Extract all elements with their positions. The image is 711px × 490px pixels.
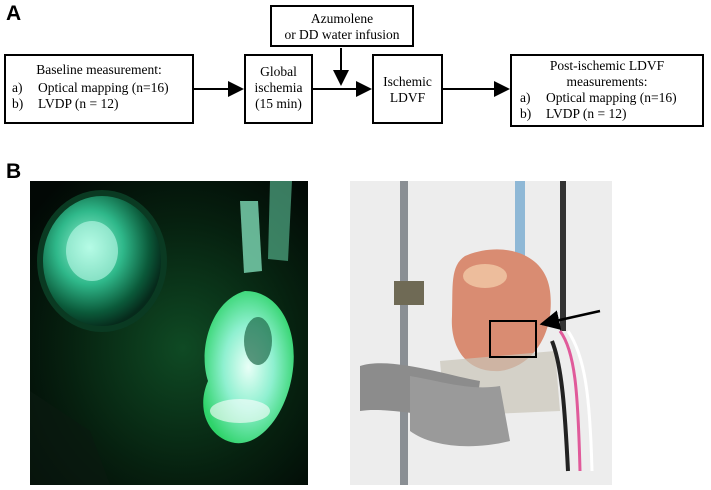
ldvf-line-1: Ischemic: [383, 74, 432, 89]
mapping-region-box: [489, 320, 537, 358]
ischemia-line-3: (15 min): [255, 96, 302, 111]
ischemia-line-2: ischemia: [254, 80, 303, 95]
infusion-line-1: Azumolene: [310, 11, 374, 26]
heart-setup-photo: [350, 181, 612, 485]
ischemia-box: Global ischemia (15 min): [244, 54, 313, 124]
baseline-item-a: a) Optical mapping (n=16): [12, 80, 192, 96]
post-ischemic-box: Post-ischemic LDVF measurements: a) Opti…: [510, 54, 704, 127]
baseline-item-a-text: Optical mapping (n=16): [38, 80, 169, 95]
post-item-a: a) Optical mapping (n=16): [520, 90, 702, 106]
baseline-title: Baseline measurement:: [36, 62, 162, 77]
baseline-item-b-key: b): [12, 96, 24, 111]
baseline-item-b-text: LVDP (n = 12): [38, 96, 119, 111]
post-item-a-key: a): [520, 90, 531, 105]
panel-label-b: B: [6, 160, 22, 183]
optical-mapping-photo: [30, 181, 308, 485]
infusion-box: Azumolene or DD water infusion: [270, 5, 414, 47]
post-title-2: measurements:: [566, 74, 648, 89]
baseline-item-b: b) LVDP (n = 12): [12, 96, 192, 112]
ischemia-line-1: Global: [260, 64, 297, 79]
post-item-a-text: Optical mapping (n=16): [546, 90, 677, 105]
baseline-item-a-key: a): [12, 80, 23, 95]
post-item-b-text: LVDP (n = 12): [546, 106, 627, 121]
post-title-1: Post-ischemic LDVF: [549, 58, 665, 73]
flow-arrows: [194, 48, 510, 97]
baseline-box: Baseline measurement: a) Optical mapping…: [4, 54, 194, 124]
post-item-b-key: b): [520, 106, 532, 121]
post-item-b: b) LVDP (n = 12): [520, 106, 702, 122]
ldvf-line-2: LDVF: [389, 90, 426, 105]
ldvf-box: Ischemic LDVF: [372, 54, 443, 124]
infusion-line-2: or DD water infusion: [284, 27, 400, 42]
region-pointer-arrow: [539, 309, 601, 330]
panel-label-a: A: [6, 2, 22, 25]
